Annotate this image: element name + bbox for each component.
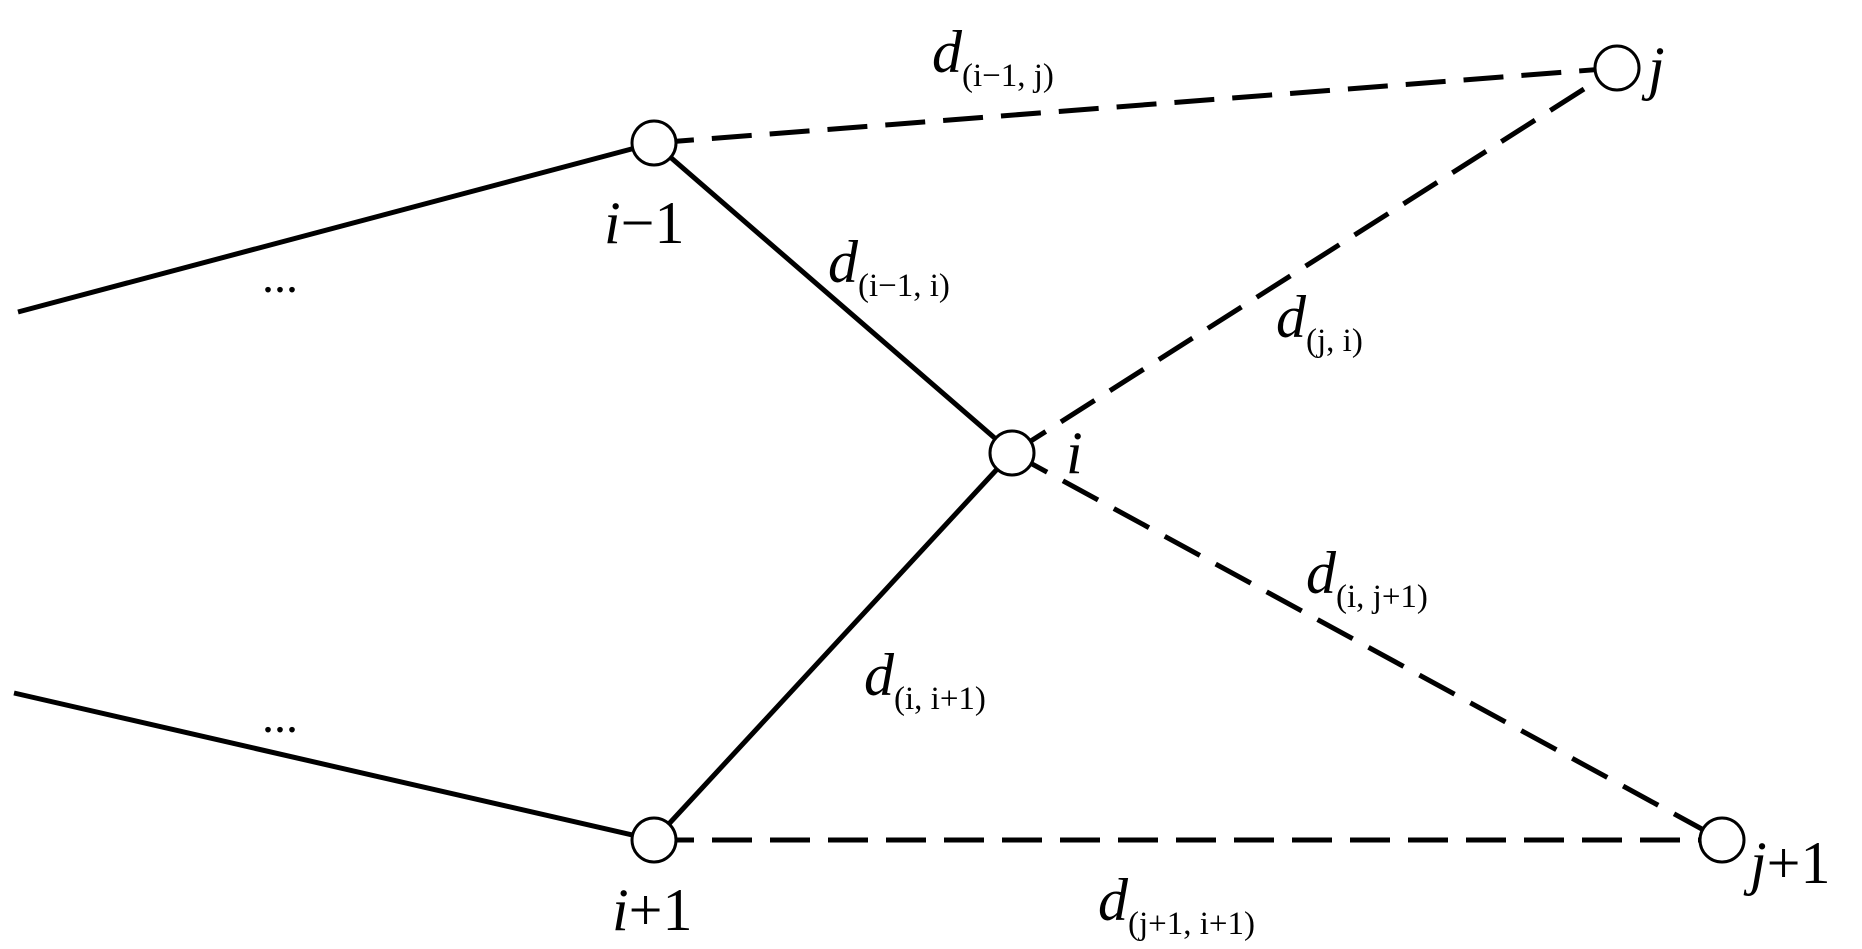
edge-i-to-j (1010, 65, 1619, 456)
node-label-i: i (1066, 420, 1083, 486)
node-i (988, 429, 1036, 477)
edge-label-d-j-plus-1-i-plus-1: d(j+1, i+1) (1098, 867, 1255, 942)
edge-i-to-j-plus-1 (1010, 450, 1724, 843)
node-label-i-plus-1: i+1 (612, 877, 693, 943)
node-j-plus-1 (1698, 816, 1746, 864)
edge-i-minus-1-to-j (653, 65, 1618, 146)
edge-i-minus-1-to-i (652, 141, 1014, 455)
edge-left-to-i-plus-1 (13, 690, 655, 843)
node-label-j: j (1641, 35, 1665, 101)
edge-label-d-i-minus-1-i: d(i−1, i) (828, 229, 950, 304)
node-i-minus-1 (630, 119, 678, 167)
edge-label-d-i-i-plus-1: d(i, i+1) (864, 642, 986, 717)
edge-label-d-i-minus-1-j: d(i−1, j) (932, 19, 1054, 94)
ellipsis-lower: ... (262, 690, 298, 743)
edge-left-to-i-minus-1 (17, 140, 655, 315)
ellipsis-upper: ... (262, 250, 298, 303)
node-label-i-minus-1: i−1 (604, 190, 685, 256)
edge-label-d-i-j-plus-1: d(i, j+1) (1306, 540, 1428, 615)
node-label-j-plus-1: j+1 (1743, 830, 1831, 896)
node-j (1593, 44, 1641, 92)
edge-label-d-j-i: d(j, i) (1276, 284, 1363, 359)
node-i-plus-1 (630, 816, 678, 864)
edge-i-to-i-plus-1 (652, 451, 1014, 842)
